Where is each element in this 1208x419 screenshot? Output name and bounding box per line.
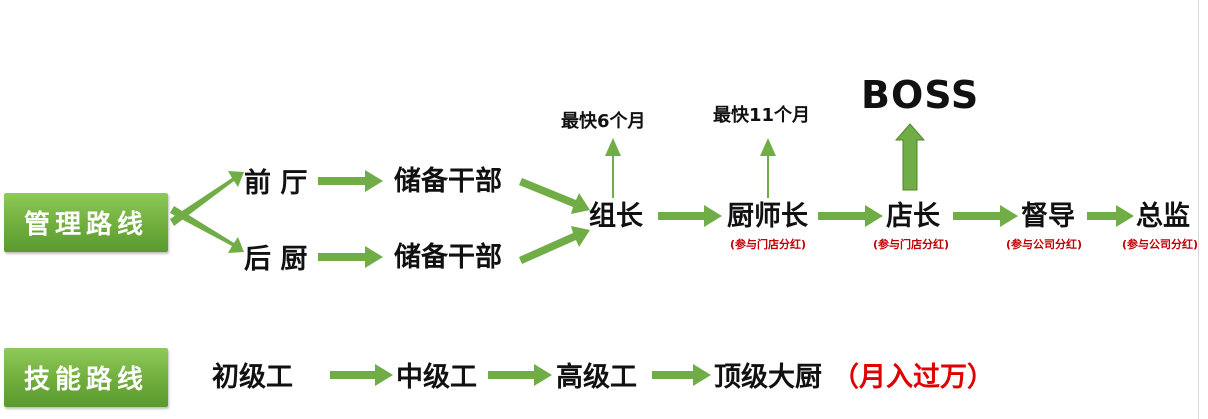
page-edge-line — [1198, 0, 1199, 419]
note-store-manager-share: (参与门店分红) — [873, 238, 950, 251]
note-team-lead-time: 最快6个月 — [561, 111, 646, 132]
node-reserve-cadre-bottom: 储备干部 — [394, 242, 502, 273]
arrow-store-to-boss — [894, 123, 926, 191]
arrow-front-to-reserve — [318, 170, 383, 192]
node-director: 总监 — [1136, 201, 1190, 232]
note-head-chef-share: (参与门店分红) — [730, 238, 807, 251]
node-team-lead: 组长 — [589, 201, 643, 232]
arrow-chef-to-store — [818, 205, 883, 227]
node-top-chef: 顶级大厨 — [714, 362, 822, 393]
fork-arrow-up — [170, 171, 244, 226]
arrow-junior-to-middle — [330, 364, 393, 386]
node-junior-worker: 初级工 — [212, 362, 293, 393]
arrow-middle-to-senior — [488, 364, 552, 386]
fork-arrow-down — [170, 206, 244, 253]
note-head-chef-time: 最快11个月 — [713, 105, 811, 126]
arrow-reserve-top-to-lead — [519, 178, 590, 214]
arrow-supervisor-to-director — [1087, 205, 1134, 227]
node-supervisor: 督导 — [1021, 201, 1075, 232]
note-director-share: (参与公司分红) — [1122, 238, 1199, 251]
arrow-senior-to-top — [652, 364, 711, 386]
node-middle-worker: 中级工 — [396, 362, 477, 393]
note-salary: （月入过万） — [832, 362, 994, 393]
arrow-lead-to-chef — [658, 205, 722, 227]
note-supervisor-share: (参与公司分红) — [1006, 238, 1083, 251]
management-route-tag: 管理路线 — [4, 193, 168, 252]
arrow-store-to-supervisor — [953, 205, 1018, 227]
node-reserve-cadre-top: 储备干部 — [394, 166, 502, 197]
node-boss: BOSS — [861, 73, 980, 117]
node-store-manager: 店长 — [886, 201, 940, 232]
arrow-reserve-bottom-to-lead — [519, 226, 590, 264]
skills-route-tag: 技能路线 — [4, 348, 168, 407]
arrow-back-to-reserve — [318, 246, 383, 268]
node-back-kitchen: 后 厨 — [244, 244, 308, 275]
node-head-chef: 厨师长 — [727, 201, 808, 232]
node-senior-worker: 高级工 — [556, 362, 637, 393]
node-front-hall: 前 厅 — [244, 168, 308, 199]
